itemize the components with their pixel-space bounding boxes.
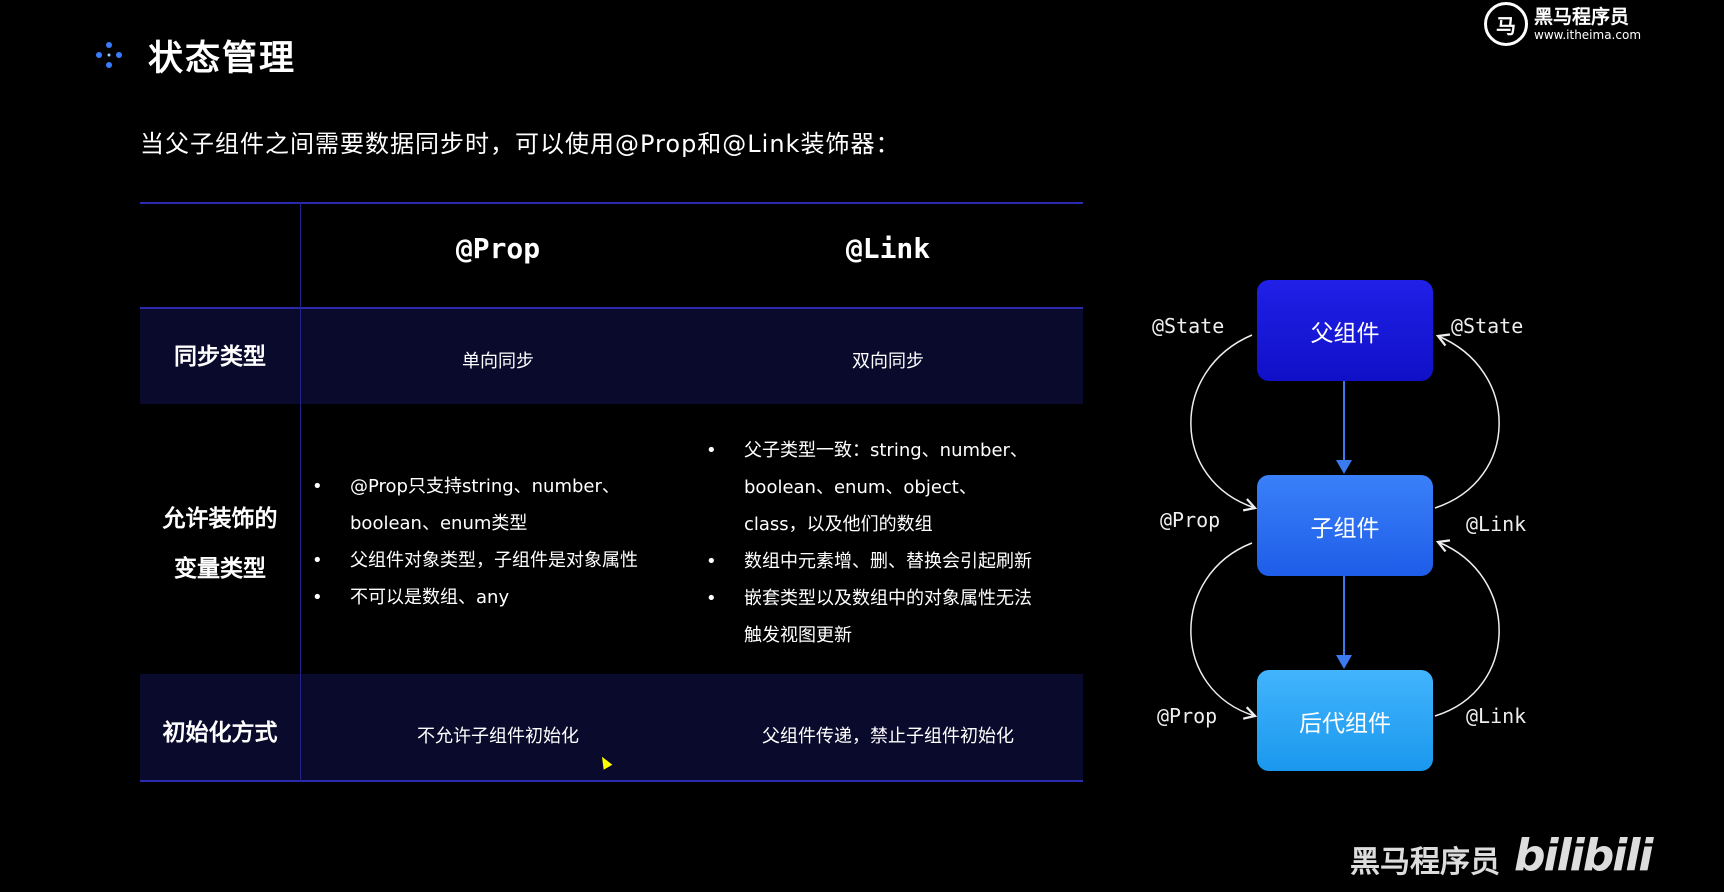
node-child: 子组件 xyxy=(1257,475,1433,576)
column-header-link: @Link xyxy=(845,232,931,265)
cell-link-init: 父组件传递，禁止子组件初始化 xyxy=(762,726,1014,747)
item-text: class，以及他们的数组 xyxy=(744,514,933,535)
row-label-line: 变量类型 xyxy=(174,556,266,582)
bilibili-logo: bilibili xyxy=(1514,830,1653,881)
row-label-init: 初始化方式 xyxy=(162,720,278,746)
bullet: • xyxy=(706,551,717,572)
row-label-sync-type: 同步类型 xyxy=(174,344,266,370)
label-state-left: @State xyxy=(1152,314,1225,338)
bullet: • xyxy=(706,440,717,461)
node-descendant: 后代组件 xyxy=(1257,670,1433,771)
row-label-types: 允许装饰的 变量类型 xyxy=(140,494,300,594)
divider xyxy=(140,202,1083,204)
bullet: • xyxy=(312,550,323,571)
bullet: • xyxy=(312,476,323,497)
list-item: • 父子类型一致：string、number、 xyxy=(706,432,1032,469)
item-text: @Prop只支持string、number、 xyxy=(350,476,620,497)
column-divider xyxy=(300,202,301,782)
item-text: 不可以是数组、any xyxy=(350,587,510,608)
label-prop-bottom: @Prop xyxy=(1157,704,1218,728)
label-prop-mid: @Prop xyxy=(1160,508,1221,532)
subtitle: 当父子组件之间需要数据同步时，可以使用@Prop和@Link装饰器： xyxy=(140,130,901,158)
arc-link-state xyxy=(1434,333,1500,509)
item-text: 嵌套类型以及数组中的对象属性无法 xyxy=(744,588,1032,609)
divider xyxy=(140,780,1083,782)
row-band xyxy=(140,308,1083,404)
list-item: • 父组件对象类型，子组件是对象属性 xyxy=(312,542,638,579)
list-item: • @Prop只支持string、number、 xyxy=(312,468,638,505)
list-item: • 嵌套类型以及数组中的对象属性无法 xyxy=(706,580,1032,617)
item-text: 父子类型一致：string、number、 xyxy=(744,440,1028,461)
logo-url: www.itheima.com xyxy=(1534,28,1642,42)
row-label-line: 允许装饰的 xyxy=(162,506,278,532)
logo-mark: 马 xyxy=(1484,2,1528,46)
sparkle-icon xyxy=(96,42,122,68)
label-link-mid: @Link xyxy=(1466,512,1527,536)
item-text: 触发视图更新 xyxy=(744,625,852,646)
cell-prop-init: 不允许子组件初始化 xyxy=(417,726,579,747)
item-text: 父组件对象类型，子组件是对象属性 xyxy=(350,550,638,571)
cell-link-sync: 双向同步 xyxy=(852,351,924,372)
label-state-right: @State xyxy=(1451,314,1524,338)
column-header-prop: @Prop xyxy=(455,232,541,265)
bullet: • xyxy=(706,588,717,609)
arc-link-link xyxy=(1434,539,1500,717)
page-title: 状态管理 xyxy=(148,39,297,79)
divider xyxy=(140,307,1083,309)
list-item: • 数组中元素增、删、替换会引起刷新 xyxy=(706,543,1032,580)
node-parent: 父组件 xyxy=(1257,280,1433,381)
list-item-cont: boolean、enum类型 xyxy=(312,505,638,542)
list-item-cont: boolean、enum、object、 xyxy=(706,469,1032,506)
item-text: boolean、enum、object、 xyxy=(744,477,977,498)
label-link-bottom: @Link xyxy=(1466,704,1527,728)
arc-state-prop xyxy=(1190,334,1258,512)
list-item: • 不可以是数组、any xyxy=(312,579,638,616)
item-text: 数组中元素增、删、替换会引起刷新 xyxy=(744,551,1032,572)
bullet: • xyxy=(312,587,323,608)
row-band xyxy=(140,674,1083,782)
list-item-cont: 触发视图更新 xyxy=(706,617,1032,654)
list-item-cont: class，以及他们的数组 xyxy=(706,506,1032,543)
logo-name: 黑马程序员 xyxy=(1534,6,1630,28)
prop-types-list: • @Prop只支持string、number、 boolean、enum类型 •… xyxy=(312,468,638,616)
item-text: boolean、enum类型 xyxy=(350,513,528,534)
watermark: 黑马程序员 bilibili xyxy=(1350,830,1653,881)
arc-prop-prop xyxy=(1190,542,1258,720)
link-types-list: • 父子类型一致：string、number、 boolean、enum、obje… xyxy=(706,432,1032,654)
watermark-brand: 黑马程序员 xyxy=(1350,845,1500,880)
comparison-table: @Prop @Link 同步类型 单向同步 双向同步 允许装饰的 变量类型 • @… xyxy=(140,202,1083,782)
cell-prop-sync: 单向同步 xyxy=(462,351,534,372)
